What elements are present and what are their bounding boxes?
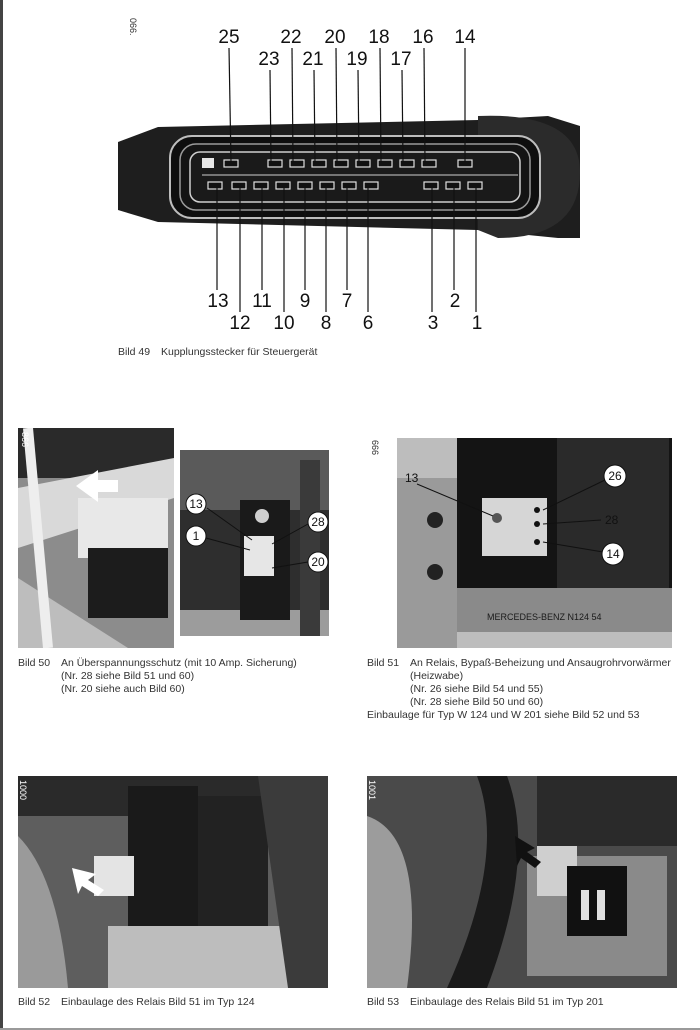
pin-number: 11 (252, 291, 272, 312)
figure-51-callout: 28 (605, 513, 619, 527)
figure-50-photo-right: 13 1 28 20 (180, 450, 329, 636)
connector-photo (118, 112, 580, 242)
pin-number: 3 (427, 313, 439, 334)
pin-leader-lines (216, 47, 477, 312)
figure-50-callout: 28 (311, 515, 325, 529)
caption-line: (Nr. 28 siehe Bild 50 und 60) (410, 696, 544, 708)
caption-label: Bild 49 (118, 346, 151, 358)
pin-number: 18 (368, 27, 390, 48)
figure-49-caption: Bild 49 Kupplungsstecker für Steuergerät (118, 346, 317, 359)
caption-label: Bild 53 (367, 996, 400, 1008)
pin-number: 20 (324, 27, 346, 48)
figure-51-callout: 13 (405, 471, 419, 485)
figure-50-photo-left: 866 (18, 428, 174, 648)
figure-51-callout: 26 (608, 469, 622, 483)
caption-line: (Nr. 20 siehe auch Bild 60) (61, 683, 185, 695)
figure-51-photo: MERCEDES-BENZ N124 54 13 26 28 14 (397, 438, 672, 648)
figure-52-photo: 1000 (18, 776, 328, 988)
caption-text: Einbaulage des Relais Bild 51 im Typ 124 (61, 996, 255, 1008)
pin-number: 1 (471, 313, 483, 334)
install-note: Einbaulage für Typ W 124 und W 201 siehe… (367, 709, 640, 721)
figure-50-ref: 866 (20, 432, 30, 448)
caption-text: Einbaulage des Relais Bild 51 im Typ 201 (410, 996, 604, 1008)
caption-line: (Nr. 28 siehe Bild 51 und 60) (61, 670, 195, 682)
caption-label: Bild 51 (367, 657, 400, 669)
page-left-edge (0, 0, 3, 1030)
figure-53-caption: Bild 53 Einbaulage des Relais Bild 51 im … (367, 996, 604, 1009)
caption-line: An Relais, Bypaß-Beheizung und Ansaugroh… (410, 657, 671, 669)
figure-50-callout: 1 (193, 529, 200, 543)
figure-51-callout: 14 (606, 547, 620, 561)
relay-stamp: MERCEDES-BENZ N124 54 (487, 612, 602, 622)
pin-number: 23 (258, 49, 280, 70)
figure-52-caption: Bild 52 Einbaulage des Relais Bild 51 im … (18, 996, 255, 1009)
pin-number: 7 (341, 291, 353, 312)
pin-number: 6 (362, 313, 374, 334)
figure-51-ref: 666 (370, 440, 380, 456)
figure-52-ref: 1000 (18, 780, 28, 801)
pin-number: 12 (229, 313, 251, 334)
caption-line: An Überspannungsschutz (mit 10 Amp. Sich… (61, 657, 297, 669)
pin-number: 2 (449, 291, 461, 312)
pin-number: 25 (218, 27, 240, 48)
pin-number: 10 (273, 313, 295, 334)
caption-line: (Heizwabe) (410, 670, 464, 682)
pin-number: 22 (280, 27, 302, 48)
pin-number: 8 (320, 313, 332, 334)
caption-label: Bild 52 (18, 996, 51, 1008)
caption-label: Bild 50 (18, 657, 51, 669)
figure-50-callout: 13 (189, 497, 203, 511)
figure-53-photo: 1001 (367, 776, 677, 988)
pin-number: 13 (207, 291, 229, 312)
pin-number: 9 (299, 291, 311, 312)
caption-line: (Nr. 26 siehe Bild 54 und 55) (410, 683, 544, 695)
pin-number: 16 (412, 27, 434, 48)
page-bottom-edge (0, 1028, 700, 1030)
figure-53-ref: 1001 (367, 780, 377, 801)
figure-50-callout: 20 (311, 555, 325, 569)
figure-51-caption: Bild 51 An Relais, Bypaß-Beheizung und An… (367, 657, 697, 722)
caption-text: Kupplungsstecker für Steuergerät (161, 346, 318, 358)
figure-50-caption: Bild 50 An Überspannungsschutz (mit 10 Am… (18, 657, 297, 696)
pin-number: 17 (390, 49, 412, 70)
pin-number: 19 (346, 49, 368, 70)
pin-number: 21 (302, 49, 324, 70)
pin-number: 14 (454, 27, 476, 48)
connector-drawing (118, 112, 580, 242)
